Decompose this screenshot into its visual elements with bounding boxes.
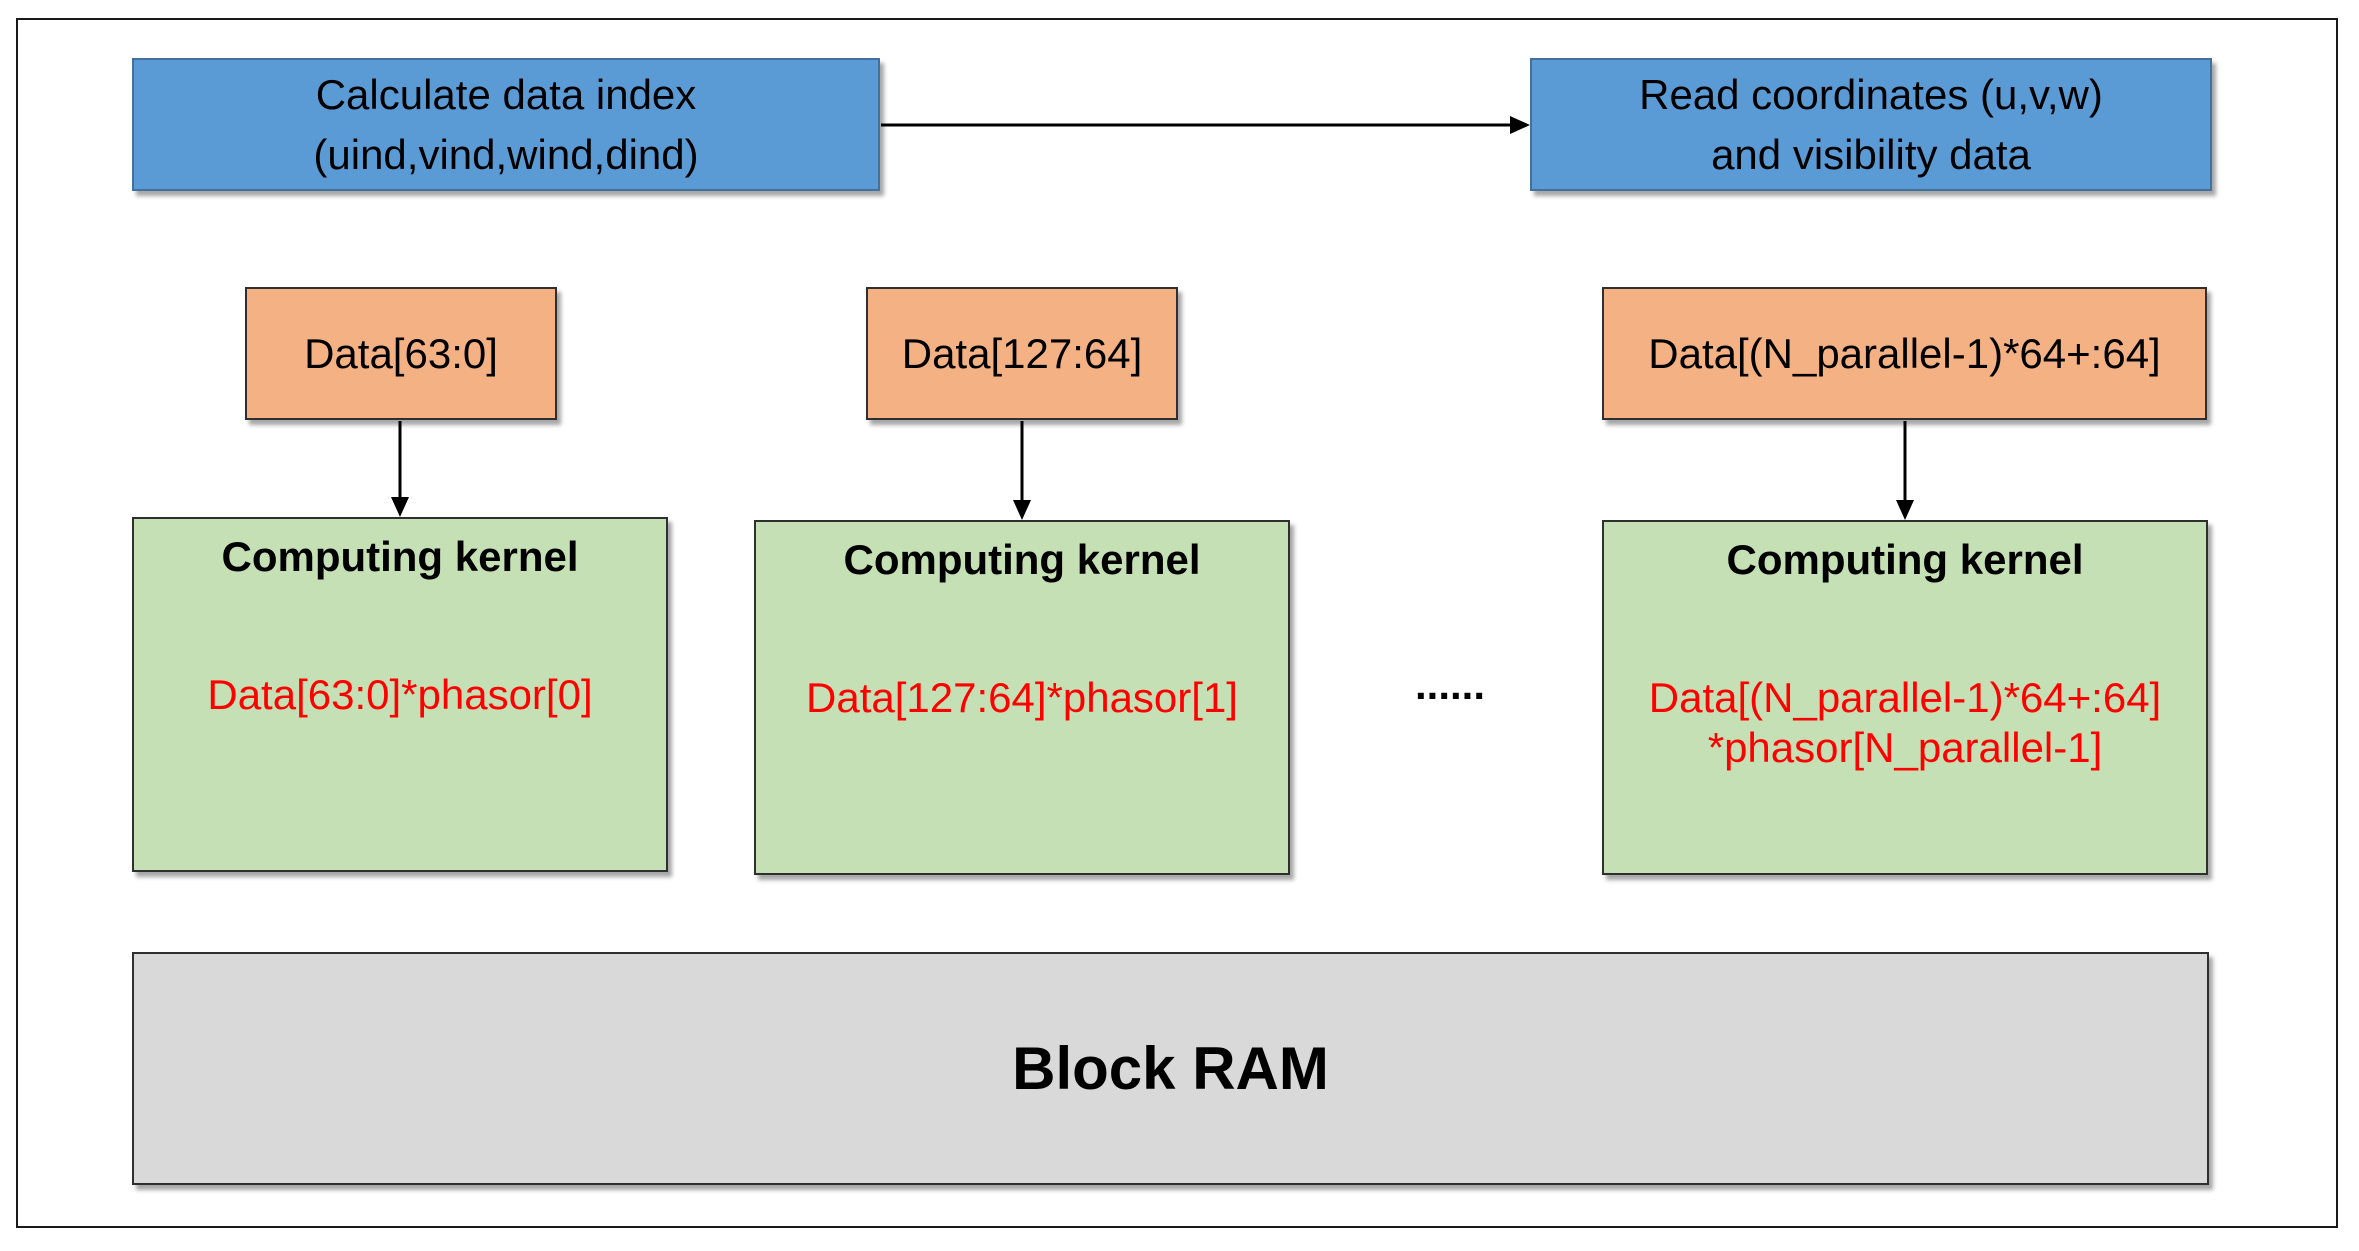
computing-kernel-formula: Data[(N_parallel-1)*64+:64] [1648,674,2162,721]
data-slice-box: Data[63:0] [245,287,557,420]
read-coordinates-line-1: Read coordinates (u,v,w) [1639,70,2103,118]
computing-kernel-title: Computing kernel [221,533,579,580]
computing-kernel-formula-continued: *phasor[N_parallel-1] [1707,724,2103,771]
computing-kernel-box: Computing kernel Data[(N_parallel-1)*64+… [1602,520,2208,875]
block-ram-label: Block RAM [1012,1034,1329,1102]
ellipsis: ...... [1414,661,1485,708]
computing-kernel-title: Computing kernel [843,536,1201,583]
data-slice-label: Data[63:0] [304,329,498,377]
computing-kernel-formula: Data[63:0]*phasor[0] [207,671,593,718]
data-slice-box: Data[(N_parallel-1)*64+:64] [1602,287,2207,420]
computing-kernel-box: Computing kernel Data[127:64]*phasor[1] [754,520,1290,875]
block-ram-box: Block RAM [132,952,2209,1185]
computing-kernel-formula: Data[127:64]*phasor[1] [806,674,1238,721]
read-coordinates-box: Read coordinates (u,v,w) and visibility … [1530,58,2212,191]
computing-kernel-box: Computing kernel Data[63:0]*phasor[0] [132,517,668,872]
data-slice-label: Data[127:64] [901,329,1143,377]
calculate-index-box: Calculate data index (uind,vind,wind,din… [132,58,880,191]
calculate-index-line-1: Calculate data index [315,70,697,118]
read-coordinates-line-2: and visibility data [1711,130,2031,178]
computing-kernel-title: Computing kernel [1726,536,2084,583]
calculate-index-line-2: (uind,vind,wind,dind) [313,130,699,178]
data-slice-label: Data[(N_parallel-1)*64+:64] [1648,329,2161,377]
data-slice-box: Data[127:64] [866,287,1178,420]
